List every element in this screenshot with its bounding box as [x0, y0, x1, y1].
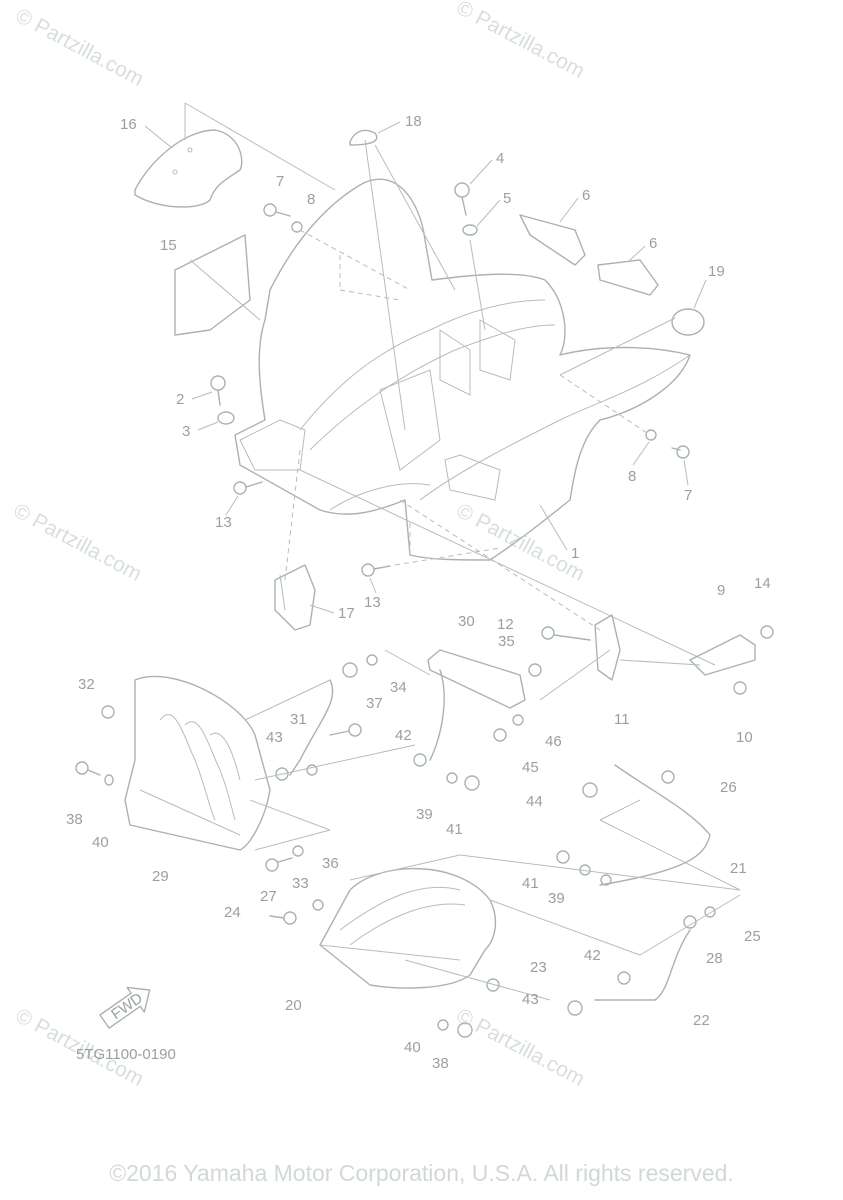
small-parts-top [134, 129, 705, 631]
callout: 12 [497, 616, 514, 633]
callout: 21 [730, 860, 747, 877]
callout: 38 [66, 811, 83, 828]
callout: 7 [276, 173, 284, 190]
watermark: © Partzilla.com [453, 499, 589, 586]
callout: 43 [522, 991, 539, 1008]
watermark: © Partzilla.com [10, 499, 146, 586]
watermark: © Partzilla.com [12, 4, 148, 91]
callout: 45 [522, 759, 539, 776]
callout: 37 [366, 695, 383, 712]
callout: 20 [285, 997, 302, 1014]
callout: 41 [522, 875, 539, 892]
callout: 4 [496, 150, 504, 167]
callout: 44 [526, 793, 543, 810]
copyright-notice: ©2016 Yamaha Motor Corporation, U.S.A. A… [109, 1160, 734, 1186]
callout: 6 [582, 187, 590, 204]
callout: 41 [446, 821, 463, 838]
callout: 42 [584, 947, 601, 964]
lower-leader-lines [244, 649, 741, 1001]
callout: 31 [290, 711, 307, 728]
callout: 43 [266, 729, 283, 746]
callout: 36 [322, 855, 339, 872]
callout: 16 [120, 116, 137, 133]
callout: 7 [684, 487, 692, 504]
callout: 13 [364, 594, 381, 611]
callout: 6 [649, 235, 657, 252]
callout: 33 [292, 875, 309, 892]
callout: 42 [395, 727, 412, 744]
callout: 17 [338, 605, 355, 622]
callout: 14 [754, 575, 771, 592]
rear-fender-part [234, 178, 691, 561]
callout: 30 [458, 613, 475, 630]
fwd-label: FWD [108, 990, 146, 1024]
callout: 24 [224, 904, 241, 921]
watermark: © Partzilla.com [453, 1004, 589, 1091]
callout: 15 [160, 237, 177, 254]
callout: 2 [176, 391, 184, 408]
callout: 29 [152, 868, 169, 885]
callout: 40 [404, 1039, 421, 1056]
callout: 3 [182, 423, 190, 440]
callout: 38 [432, 1055, 449, 1072]
leader-lines [184, 102, 716, 666]
callout: 10 [736, 729, 753, 746]
callout: 9 [717, 582, 725, 599]
callout: 25 [744, 928, 761, 945]
callout: 32 [78, 676, 95, 693]
callout: 27 [260, 888, 277, 905]
callout: 26 [720, 779, 737, 796]
callout: 13 [215, 514, 232, 531]
callout: 46 [545, 733, 562, 750]
callout: 11 [614, 711, 630, 728]
callout: 22 [693, 1012, 710, 1029]
callout: 19 [708, 263, 725, 280]
lower-parts [75, 614, 774, 1038]
fwd-arrow-icon: FWD [99, 986, 151, 1029]
watermark: © Partzilla.com [453, 0, 589, 83]
callout: 5 [503, 190, 511, 207]
callout: 23 [530, 959, 547, 976]
callout: 1 [571, 545, 579, 562]
diagram-code: 5TG1100-0190 [76, 1046, 176, 1063]
callout: 40 [92, 834, 109, 851]
callout: 8 [628, 468, 636, 485]
callout: 8 [307, 191, 315, 208]
callout: 39 [548, 890, 565, 907]
callout: 18 [405, 113, 422, 130]
callout-labels: 1 2 3 4 5 6 6 7 7 8 8 9 10 11 12 13 13 1… [66, 113, 771, 1072]
callout-leaders [144, 121, 707, 614]
callout: 28 [706, 950, 723, 967]
callout: 35 [498, 633, 515, 650]
callout: 39 [416, 806, 433, 823]
callout: 34 [390, 679, 407, 696]
